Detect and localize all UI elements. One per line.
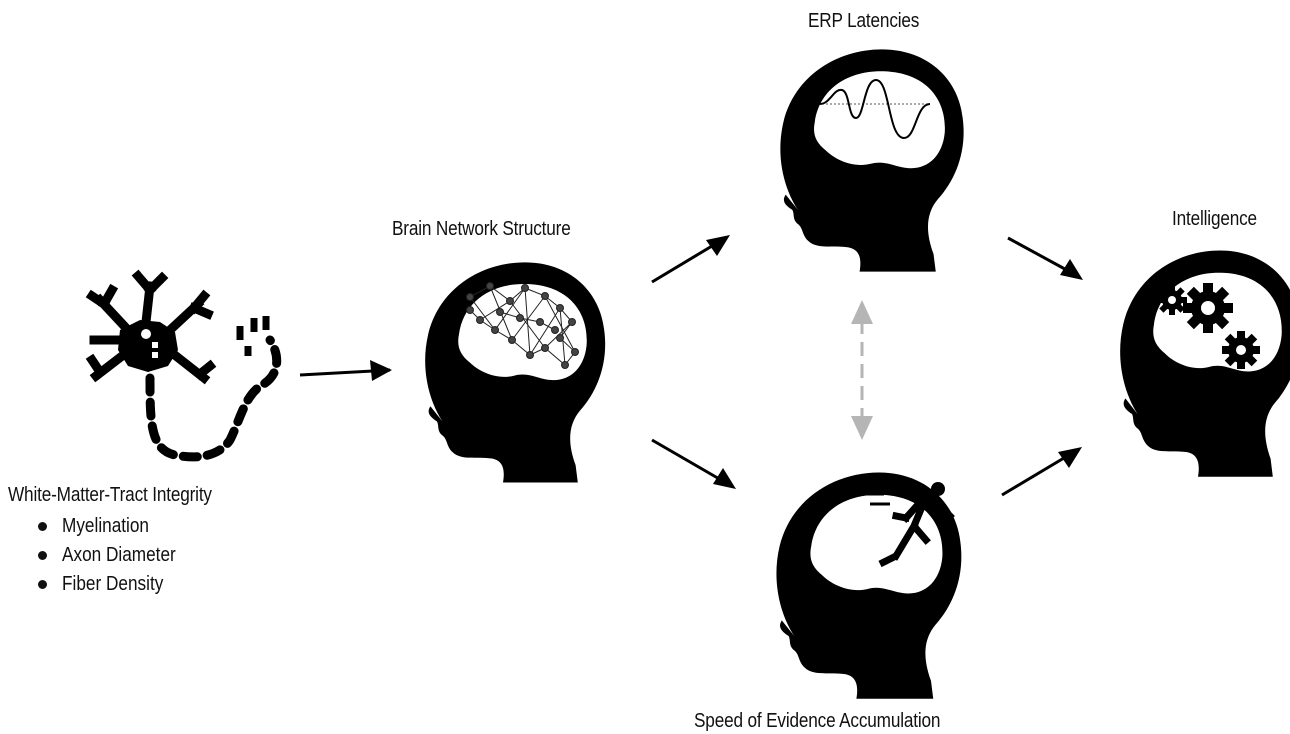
bullet-item: Myelination [36,515,194,544]
bullet-item: Axon Diameter [36,544,194,573]
bullet-dot [38,522,47,531]
arrowhead [1058,447,1082,468]
bullet-dot [38,580,47,589]
runner-icon [862,482,955,568]
arrowhead [1060,259,1083,280]
node-title-intelligence: Intelligence [1172,208,1257,230]
node-title-brain-network: Brain Network Structure [392,218,571,240]
node-title-white-matter: White-Matter-Tract Integrity [8,484,212,506]
arrow-network-to-erp [651,238,723,284]
gears-icon [1157,283,1260,369]
arrow-network-to-evidence [651,438,729,486]
bullet-dot [38,551,47,560]
arrowhead [706,235,730,256]
brain-network-icon [466,282,579,369]
waveform-icon [819,78,931,140]
arrow-evidence-to-intelligence [1001,450,1075,497]
white-matter-bullet-list: Myelination Axon Diameter Fiber Density [36,515,194,602]
arrowhead [713,468,736,489]
head-brain-network [425,262,606,483]
bidirectional-arrow [851,300,873,440]
arrow-erp-to-intelligence [1007,236,1075,276]
arrowhead [370,360,392,381]
node-title-evidence: Speed of Evidence Accumulation [694,710,941,732]
node-title-erp: ERP Latencies [808,10,920,32]
bullet-item: Fiber Density [36,573,194,602]
neuron-icon [85,269,282,462]
